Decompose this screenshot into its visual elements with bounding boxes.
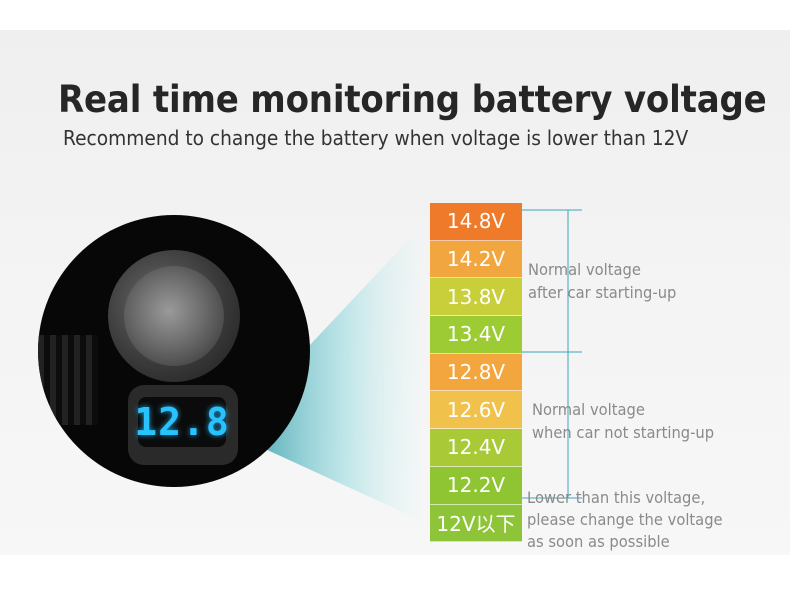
socket-opening [124,266,224,366]
voltage-level: 12.8V [430,353,522,392]
cigarette-socket [108,250,240,382]
voltmeter-display: 12.8 [134,397,229,447]
voltage-level: 14.2V [430,240,522,279]
device-ribs [38,335,98,425]
note-not-started: Normal voltage when car not starting-up [532,400,715,442]
voltage-level: 12.2V [430,466,522,505]
voltage-level: 12.4V [430,429,522,467]
page-subtitle: Recommend to change the battery when vol… [63,126,689,150]
page-title: Real time monitoring battery voltage [58,78,767,121]
note-after-start: Normal voltage after car starting-up [528,260,677,302]
voltmeter-housing: 12.8 [128,385,238,465]
voltage-level: 14.8V [430,203,522,241]
car-charger-device-image: 12.8 [38,215,310,487]
voltage-level: 12.6V [430,391,522,430]
voltage-reading: 12.8 [134,400,230,444]
voltage-level: 12V以下 [430,504,522,543]
voltage-level: 13.4V [430,316,522,354]
note-low-voltage: Lower than this voltage, please change t… [527,488,723,551]
voltage-level: 13.8V [430,278,522,317]
